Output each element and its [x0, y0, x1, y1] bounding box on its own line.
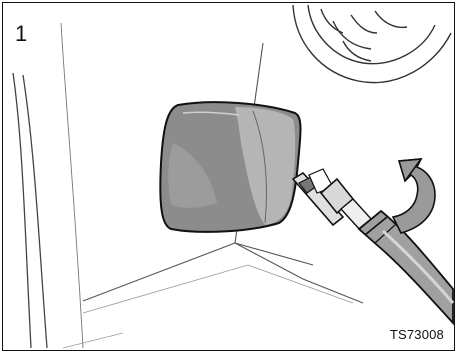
fuse-box-cover	[160, 102, 300, 232]
curved-arrow-icon	[393, 159, 435, 233]
figure-code: TS73008	[390, 327, 444, 342]
figure-frame: 1 TS73008	[2, 2, 455, 351]
illustration	[3, 3, 455, 351]
step-number: 1	[15, 23, 27, 45]
steering-column	[293, 5, 451, 83]
door-pillar	[13, 23, 83, 348]
